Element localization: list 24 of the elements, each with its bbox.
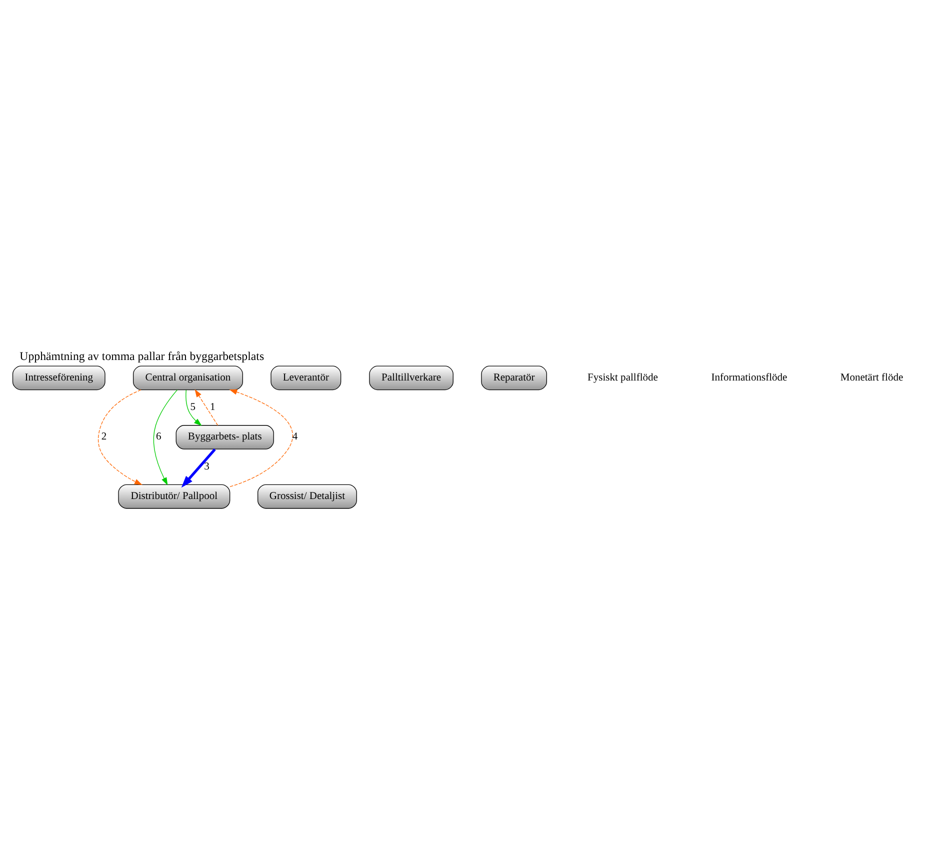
legend-label: Fysiskt pallflöde — [588, 372, 658, 383]
arrow — [186, 389, 202, 426]
node-box: Byggarbets- plats — [176, 424, 274, 449]
legend-label: Monetärt flöde — [840, 372, 904, 383]
node-box: Leverantör — [270, 365, 342, 390]
edge-label: 6 — [156, 431, 162, 442]
legend-label: Informationsflöde — [711, 372, 788, 383]
edge-label: 1 — [210, 402, 216, 413]
node-box: Distributör/ Pallpool — [118, 484, 230, 508]
node-box: Reparatör — [481, 365, 547, 390]
node-box: Grossist/ Detaljist — [257, 484, 357, 508]
edge-label: 3 — [204, 460, 210, 472]
node-box: Intresseförening — [12, 365, 106, 390]
arrow — [153, 389, 178, 485]
arrow — [194, 388, 218, 426]
node-box: Central organisation — [132, 365, 243, 390]
edge-label: 2 — [101, 431, 107, 442]
arrow — [98, 389, 142, 485]
node-box: Palltillverkare — [369, 365, 454, 390]
arrow — [181, 448, 216, 488]
arrow — [229, 388, 293, 487]
diagram-title: Upphämtning av tomma pallar från byggarbetsplats — [20, 348, 264, 362]
edge-label: 5 — [190, 402, 196, 413]
edge-label: 4 — [292, 431, 298, 442]
